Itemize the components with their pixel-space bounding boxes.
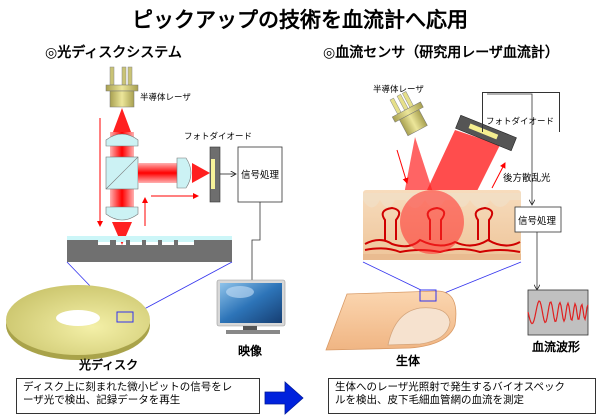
caption-line: ーザ光で検出、記録データを再生 <box>23 394 181 406</box>
backscatter-arrow <box>491 162 506 189</box>
caption-line: ディスク上に刻まれた微小ピットの信号をレ <box>23 381 233 393</box>
caption-blood-flow-sensor: 生体へのレーザ光照射で発生するバイオスペック ルを検出、皮下毛細血管網の血流を測… <box>328 378 596 414</box>
caption-line: ルを検出、皮下毛細血管網の血流を測定 <box>335 394 524 406</box>
zoom-line <box>362 261 422 291</box>
focused-beam-disc <box>112 222 132 245</box>
laser-label-right: 半導体レーザ <box>373 85 424 95</box>
skin-tissue-icon <box>363 190 521 260</box>
body-label: 生体 <box>396 354 421 368</box>
finger-icon <box>325 289 457 351</box>
zoom-line <box>132 261 233 316</box>
zoom-line <box>436 261 522 297</box>
page-title: ピックアップの技術を血流計へ応用 <box>132 8 468 32</box>
signal-processing-box-right <box>514 206 562 233</box>
disc-label: 光ディスク <box>79 358 139 372</box>
laser-diode-icon-right <box>389 91 428 137</box>
display-label: 映像 <box>238 344 263 358</box>
photodiode-label-left: フォトダイオード <box>184 132 253 142</box>
waveform-display <box>527 289 589 336</box>
photodiode-label-frame <box>482 92 560 132</box>
signal-processing-box-left <box>237 146 283 203</box>
waveform-label: 血流波形 <box>532 340 581 354</box>
backscatter-beam <box>420 130 500 205</box>
laser-label-left: 半導体レーザ <box>140 93 191 103</box>
beam-splitter-icon <box>105 156 139 190</box>
blood-flow-waveform-line <box>527 300 589 325</box>
disc-cross-section <box>67 236 232 262</box>
section-title-optical-disc: ◎光ディスクシステム <box>45 45 182 61</box>
laser-diode-icon <box>105 66 139 108</box>
laser-beam-horizontal <box>138 163 178 183</box>
signal-processing-label-left: 信号処理 <box>241 170 280 181</box>
caption-line: 生体へのレーザ光照射で発生するバイオスペック <box>335 381 566 393</box>
signal-to-display-line <box>252 202 261 288</box>
photodiode-icon <box>209 146 221 203</box>
incident-arrow-right <box>396 149 409 184</box>
photodiode-label-right: フォトダイオード <box>486 117 555 127</box>
monitor-icon <box>216 279 286 334</box>
objective-lens-icon <box>105 206 139 221</box>
focused-beam <box>192 163 210 183</box>
laser-beam-cone <box>113 108 131 132</box>
backscatter-label: 後方散乱光 <box>503 173 551 184</box>
photodiode-to-signal-line <box>487 93 532 205</box>
section-title-blood-flow-sensor: ◎血流センサ（研究用レーザ血流計） <box>323 45 559 61</box>
detector-lens-icon <box>176 157 192 189</box>
caption-optical-disc: ディスク上に刻まれた微小ピットの信号をレ ーザ光で検出、記録データを再生 <box>16 378 260 414</box>
transition-arrow-icon <box>264 381 304 415</box>
collimator-lens-icon <box>105 133 139 147</box>
signal-processing-label-right: 信号処理 <box>518 216 557 227</box>
photodiode-icon-right <box>455 114 517 152</box>
optical-disc-icon <box>6 285 150 360</box>
